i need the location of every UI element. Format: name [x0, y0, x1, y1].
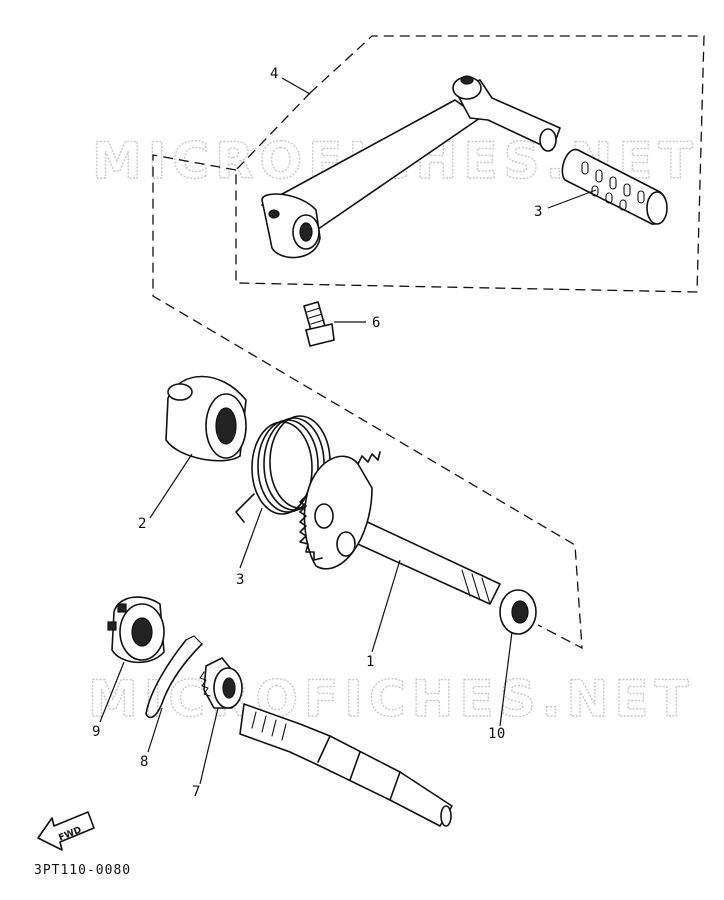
callout-8: 8: [140, 754, 149, 770]
callout-4: 4: [270, 66, 279, 82]
callout-6: 6: [372, 315, 381, 331]
callout-7: 7: [192, 784, 201, 800]
drawing-number: 3PT110-0080: [34, 863, 131, 878]
kick-grip: [561, 149, 668, 225]
watermark-bottom: MICROFICHES.NET: [88, 670, 695, 728]
washer: [499, 589, 537, 635]
main-axle: [239, 703, 453, 827]
ratchet: [107, 596, 165, 664]
clip: [145, 635, 203, 719]
kick-crank-arm: [261, 75, 561, 259]
callout-9: 9: [92, 724, 101, 740]
gear: [199, 657, 243, 709]
callout-3-grip: 3: [534, 204, 543, 220]
fwd-arrow: FWD: [37, 811, 95, 851]
kick-shaft: [299, 451, 501, 605]
callout-2: 2: [138, 516, 147, 532]
callout-3-spring: 3: [236, 572, 245, 588]
leader-lines: [99, 77, 597, 785]
callout-10: 10: [488, 726, 506, 742]
collar: [165, 375, 247, 462]
bolt: [303, 301, 335, 347]
callout-1: 1: [366, 654, 375, 670]
assembly-outline: [152, 35, 705, 650]
